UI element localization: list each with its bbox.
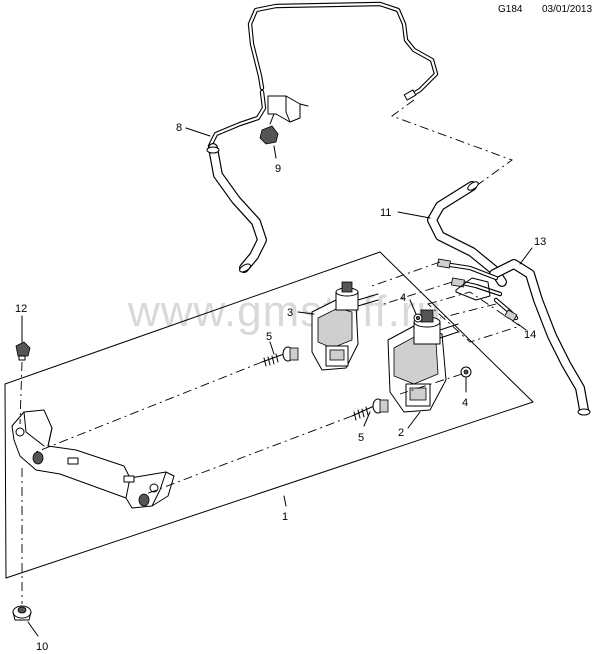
connector-hoses <box>436 258 519 322</box>
solenoid-valve-3 <box>311 281 379 371</box>
route-line-nut <box>399 373 463 395</box>
svg-text:8: 8 <box>176 122 182 134</box>
mounting-bracket <box>11 409 175 509</box>
route-line-connectors <box>371 261 497 319</box>
callout-5-lower: 5 <box>358 411 371 444</box>
callout-12: 12 <box>15 303 27 343</box>
bolt-12 <box>15 341 31 361</box>
connector-group-outline <box>427 291 522 343</box>
diagram-code: G184 <box>498 4 523 15</box>
pipe-bracket <box>267 95 309 123</box>
bolt-9 <box>259 113 279 145</box>
svg-text:2: 2 <box>398 427 404 439</box>
svg-text:1: 1 <box>282 511 288 523</box>
route-line-studs <box>35 361 353 495</box>
callout-3: 3 <box>287 307 315 319</box>
callout-10: 10 <box>27 621 48 653</box>
svg-text:14: 14 <box>524 329 536 341</box>
route-line-bolt <box>19 361 23 604</box>
stud-upper <box>261 346 299 367</box>
stud-lower <box>351 398 389 421</box>
callout-4-upper: 4 <box>400 292 417 315</box>
route-line-upper <box>391 99 513 187</box>
svg-text:3: 3 <box>287 307 293 319</box>
callout-4-lower: 4 <box>462 377 468 409</box>
svg-text:9: 9 <box>275 163 281 175</box>
assembly-outline <box>4 251 534 579</box>
svg-text:4: 4 <box>462 397 468 409</box>
svg-text:13: 13 <box>534 236 546 248</box>
callout-1: 1 <box>282 495 288 523</box>
rubber-hose-8 <box>206 143 267 273</box>
diagram-date: 03/01/2013 <box>542 4 592 15</box>
callout-9: 9 <box>273 145 281 175</box>
nut-10 <box>12 605 32 621</box>
svg-text:5: 5 <box>358 432 364 444</box>
callout-14: 14 <box>517 323 536 341</box>
callout-11: 11 <box>380 207 431 219</box>
svg-text:10: 10 <box>36 641 48 653</box>
svg-text:4: 4 <box>400 292 406 304</box>
callout-13: 13 <box>519 236 546 265</box>
nut-4-upper <box>413 313 423 323</box>
nut-4-lower <box>460 366 472 378</box>
hose-13 <box>489 259 591 416</box>
callout-8: 8 <box>176 122 211 137</box>
solenoid-valve-2 <box>387 309 459 413</box>
svg-text:12: 12 <box>15 303 27 315</box>
callout-2: 2 <box>398 411 421 439</box>
callout-5-upper: 5 <box>266 331 275 355</box>
svg-text:11: 11 <box>380 207 391 219</box>
watermark: www.gmstuff.ru <box>127 287 442 336</box>
vacuum-pipe <box>207 1 439 149</box>
svg-text:5: 5 <box>266 331 272 343</box>
